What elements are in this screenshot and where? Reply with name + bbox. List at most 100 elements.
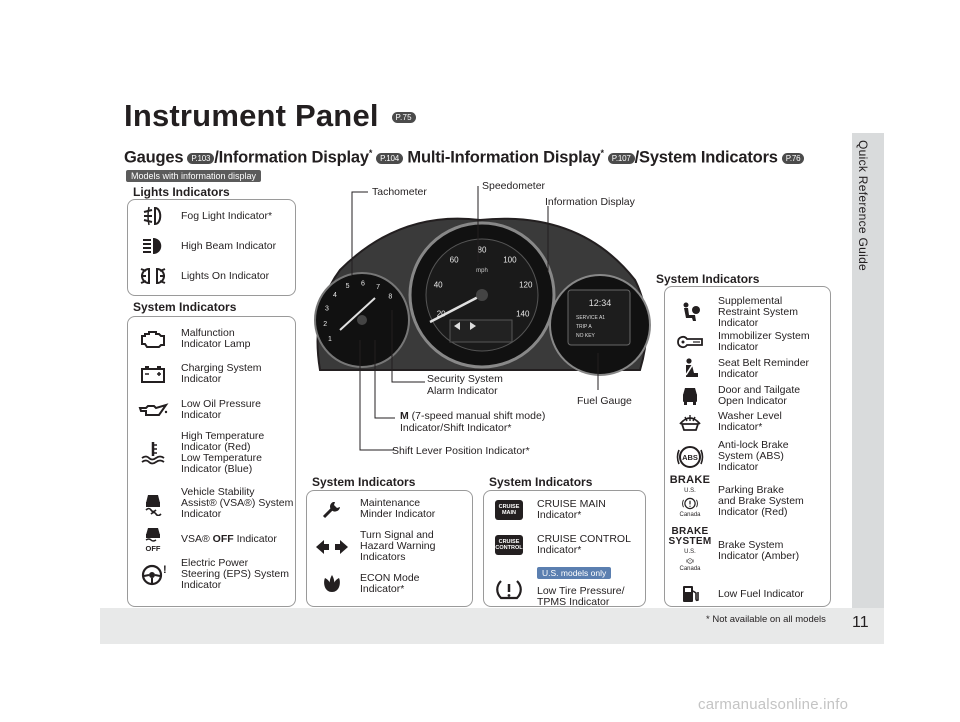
list-item-label: High Temperature Indicator (Red) Low Tem… (181, 430, 265, 475)
callout-tachometer: Tachometer (372, 186, 427, 198)
gauge-tick-label: 80 (478, 246, 487, 255)
list-item: OFF VSA® OFF Indicator (135, 526, 277, 552)
list-item: Lights On Indicator (135, 263, 269, 289)
callout-fuel-gauge: Fuel Gauge (577, 395, 632, 407)
subtitle-mid: Multi-Information Display (407, 148, 601, 167)
list-item: Malfunction Indicator Lamp (135, 326, 250, 352)
us-label: U.S. (684, 549, 696, 555)
list-item: CRUISE MAIN CRUISE MAIN Indicator* (491, 497, 606, 523)
gauge-tick-label: 40 (434, 280, 443, 289)
list-item-label: Malfunction Indicator Lamp (181, 327, 251, 350)
list-item: Seat Belt Reminder Indicator (672, 356, 809, 382)
list-item-label: Washer Level Indicator* (718, 410, 782, 433)
list-item-label: Door and Tailgate Open Indicator (718, 384, 801, 407)
engine-icon (135, 326, 171, 352)
vsa-label-off: OFF (212, 532, 234, 545)
page-number: 11 (852, 614, 869, 631)
list-item-label: ECON Mode Indicator* (360, 572, 420, 595)
gauge-tick-label: 100 (503, 255, 517, 264)
display-line: TRIP A (576, 324, 592, 330)
list-item-label: Low Fuel Indicator (718, 587, 804, 600)
list-item: ECON Mode Indicator* (314, 571, 420, 597)
page-title-text: Instrument Panel (124, 98, 379, 133)
page-title: Instrument Panel P.75 (124, 98, 416, 134)
vsa-label-pre: VSA® (181, 532, 213, 545)
thermometer-icon (135, 431, 171, 475)
subtitle-info: /Information Display (214, 148, 369, 167)
subtitle-gauges: Gauges (124, 148, 184, 167)
sys-ref-link[interactable]: P.76 (781, 152, 805, 164)
list-item: CRUISE CONTROL CRUISE CONTROL Indicator* (491, 532, 631, 558)
list-item: Door and Tailgate Open Indicator (672, 383, 800, 409)
asterisk: * (368, 148, 373, 158)
tpms-icon (491, 577, 527, 603)
cruise-main-icon: CRUISE MAIN (491, 497, 527, 523)
callout-speedometer: Speedometer (482, 180, 546, 192)
oil-can-icon (135, 397, 171, 423)
subtitle-sys: /System Indicators (634, 148, 778, 167)
display-line: SERVICE A1 (576, 315, 605, 321)
gauges-ref-link[interactable]: P.103 (187, 152, 215, 164)
brake-system-icon: BRAKE SYSTEM U.S. Canada (669, 527, 712, 575)
page-ref-link[interactable]: P.75 (391, 112, 416, 124)
list-item: High Temperature Indicator (Red) Low Tem… (135, 431, 264, 475)
list-item-label: Supplemental Restraint System Indicator (718, 295, 798, 329)
seatbelt-icon (672, 356, 708, 382)
lights-title: Lights Indicators (133, 185, 230, 199)
list-item-label: Low Tire Pressure/ TPMS Indicator (537, 585, 625, 608)
list-item-label: Turn Signal and Hazard Warning Indicator… (360, 529, 436, 563)
gauge-tick-label: 60 (450, 255, 459, 264)
info-ref-link[interactable]: P.104 (376, 152, 404, 164)
list-item-label: Seat Belt Reminder Indicator (718, 357, 810, 380)
canada-label: Canada (679, 566, 701, 572)
list-item: ABS Anti-lock Brake System (ABS) Indicat… (672, 440, 789, 473)
us-label: U.S. (684, 488, 696, 494)
left-system-title: System Indicators (133, 300, 237, 314)
list-item-label: Vehicle Stability Assist® (VSA®) System … (181, 486, 294, 520)
cruise-control-icon: CRUISE CONTROL (491, 532, 527, 558)
us-only-tag: U.S. models only (537, 567, 612, 579)
svg-text:!: ! (163, 564, 166, 576)
list-item: BRAKE U.S. Canada Parking Brake and Brak… (670, 475, 804, 521)
list-item-label: Charging System Indicator (181, 362, 262, 385)
list-item-label: Immobilizer System Indicator (718, 330, 810, 353)
watermark: carmanualsonline.info (698, 696, 849, 713)
high-beam-icon (135, 233, 171, 259)
cruise-control-badge: CRUISE CONTROL (495, 535, 523, 555)
list-item-label: VSA® OFF Indicator (181, 532, 277, 545)
list-item: Low Tire Pressure/ TPMS Indicator (491, 572, 625, 608)
list-item-label: High Beam Indicator (181, 239, 277, 252)
callout-security: Security System Alarm Indicator (427, 373, 503, 397)
key-icon (672, 329, 708, 355)
fog-light-icon (135, 203, 171, 229)
display-line: NO KEY (576, 333, 596, 339)
vsa-off-icon: OFF (135, 526, 171, 552)
list-item: Fog Light Indicator* (135, 203, 272, 229)
steering-icon: ! (135, 562, 171, 588)
lights-on-icon (135, 263, 171, 289)
battery-icon (135, 361, 171, 387)
svg-text:ABS: ABS (682, 453, 698, 462)
brake-system-word: BRAKE SYSTEM (668, 526, 712, 547)
svg-text:OFF: OFF (146, 544, 161, 552)
instrument-cluster: 12:34 SERVICE A1 TRIP A NO KEY mph 12345… (314, 217, 651, 376)
m-bold: M (400, 410, 409, 422)
list-item-label: CRUISE CONTROL Indicator* (537, 533, 631, 556)
econ-leaf-icon (314, 571, 350, 597)
gauge-tick-label: 6 (361, 280, 365, 287)
gauge-tick-label: 4 (333, 292, 337, 299)
asterisk: * (600, 148, 604, 158)
footer-band (100, 608, 884, 644)
skid-car-icon (135, 491, 171, 517)
display-clock: 12:34 (589, 298, 612, 308)
airbag-icon (672, 300, 708, 326)
list-item: Low Fuel Indicator (672, 581, 804, 607)
callout-m-indicator: M (7-speed manual shift mode) Indicator/… (400, 410, 545, 434)
list-item-label: CRUISE MAIN Indicator* (537, 498, 606, 521)
list-item-label: Electric Power Steering (EPS) System Ind… (181, 557, 289, 591)
mid-ref-link[interactable]: P.107 (607, 152, 635, 164)
callout-shift-lever: Shift Lever Position Indicator* (392, 445, 530, 457)
